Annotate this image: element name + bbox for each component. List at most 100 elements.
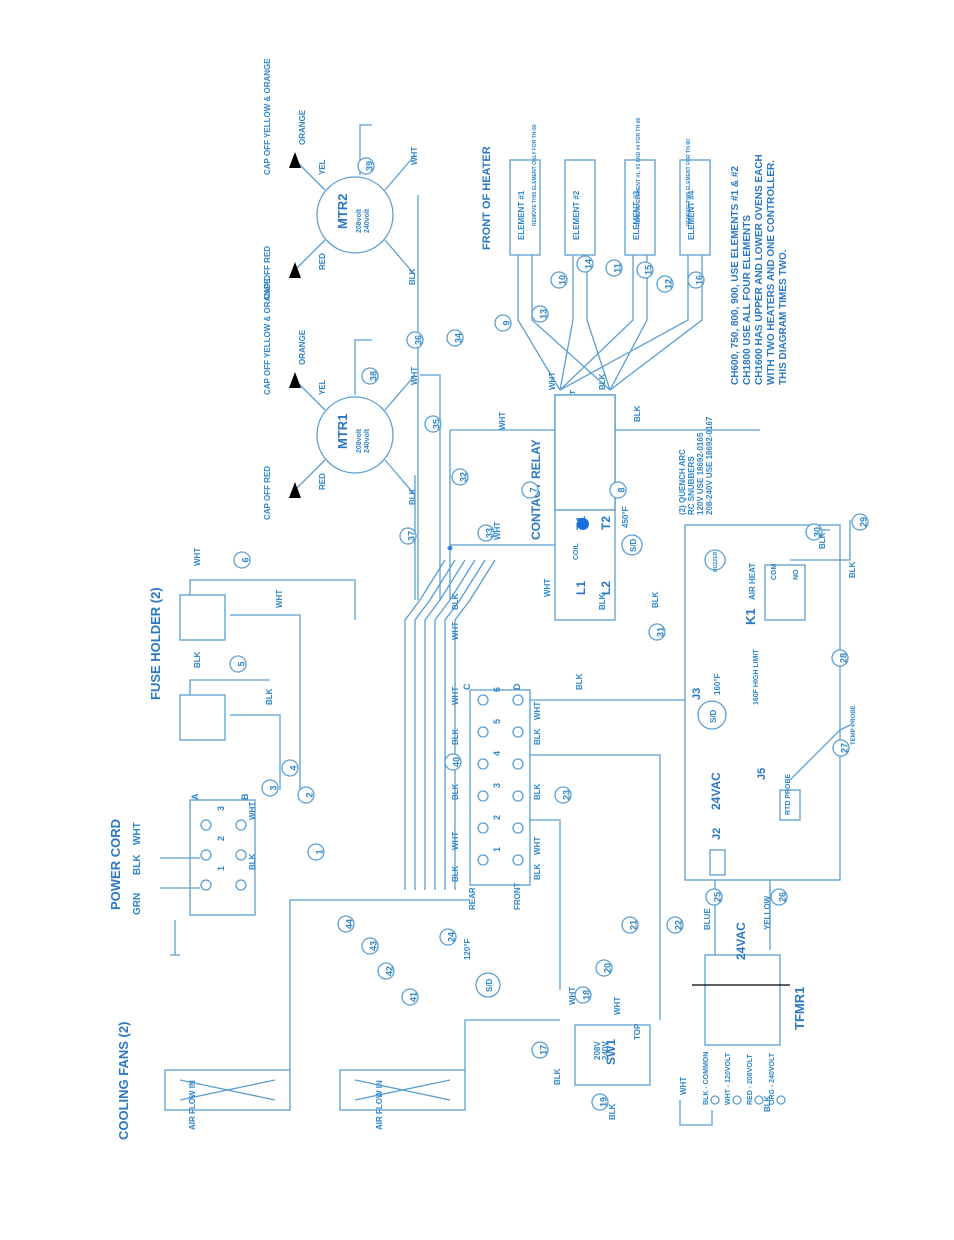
tfmr-tap [776, 1095, 786, 1105]
relay-upper-body [554, 509, 616, 621]
quench-4: 208-240V USE 18692-0167 [705, 416, 714, 515]
wire-number: 6 [240, 557, 250, 562]
wire-number-badge [446, 329, 464, 347]
element-lead-a [559, 255, 689, 391]
fan-2-x [354, 1079, 451, 1101]
tfmr1-body [704, 954, 781, 1046]
grn-label: GRN [132, 893, 143, 915]
buzzer-label: BUZZER [713, 551, 719, 572]
wire-number: 43 [368, 941, 378, 951]
mtr2-cap-off-red: CAP OFF RED [263, 246, 272, 300]
wire-number: 28 [838, 653, 848, 663]
terminal-number: 3 [216, 806, 226, 811]
wire-number: 37 [406, 531, 416, 541]
terminal-a-label: A [190, 793, 200, 800]
junction-dot [447, 545, 453, 551]
quench-3: 120V USE 18692-0165 [696, 432, 705, 515]
sd-450-label: S/D [629, 538, 638, 552]
vac24-controller: 24VAC [709, 772, 723, 810]
wire-number-badge [656, 275, 674, 293]
sw1-240: 240V [601, 1041, 610, 1060]
relay-upper-coil: COIL [573, 543, 580, 560]
tfmr-tap [710, 1095, 720, 1105]
strip-screw [477, 854, 489, 866]
fuse-1-out [230, 714, 281, 790]
fuse-out-wht-label: WHT [275, 590, 284, 608]
wire-number-badge [621, 916, 639, 934]
wire-color-label: BLK [818, 532, 827, 549]
mtr2-yel-lead [294, 159, 326, 191]
strip-number: 6 [492, 687, 502, 692]
terminal-screw [235, 819, 247, 831]
fuse-2-out [230, 614, 301, 790]
wire-number-badge [307, 843, 325, 861]
high-limit-label: 160F HIGH LIMIT [753, 649, 760, 705]
tfmr1-title: TFMR1 [792, 987, 807, 1030]
mtr1-red-label: RED [318, 473, 327, 490]
wire-number: 22 [673, 920, 683, 930]
mtr1-orange-label: ORANGE [298, 329, 307, 365]
tfmr-wht-label: WHT [679, 1077, 688, 1095]
wire-number-badge [531, 1041, 549, 1059]
wire-number: 20 [602, 963, 612, 973]
mtr2-orange-label: ORANGE [298, 109, 307, 145]
mtr1-volts-1: 208volt [356, 428, 363, 453]
terminal-strip [469, 689, 531, 886]
wire-number-badge [361, 937, 379, 955]
strip-number: 5 [492, 719, 502, 724]
relay-lower-body [554, 394, 616, 511]
mtr1-wht-lead [384, 374, 416, 411]
wire-number-badge [550, 271, 568, 289]
strip-screw [477, 726, 489, 738]
sw1-label: SW1 [604, 1039, 618, 1065]
sd-120-switch [475, 972, 501, 998]
wire-number-badge [851, 513, 869, 531]
mtr1-cap-off-yel: CAP OFF YELLOW & ORANGE [263, 278, 272, 395]
wire-color-label: BLK [651, 591, 660, 608]
tfmr-tap [732, 1095, 742, 1105]
heater-element-3 [624, 159, 656, 256]
wire-number: 14 [583, 259, 593, 269]
diagram-note-line: CH600, 750, 800, 900, USE ELEMENTS #1 & … [730, 166, 741, 385]
fuse-wht-label: WHT [193, 548, 202, 566]
sd-120-temp: 120°F [463, 938, 472, 960]
power-cord-title: POWER CORD [108, 819, 123, 910]
mtr1-yel-lead [294, 379, 326, 411]
wire-number-badge [531, 305, 549, 323]
mtr2-volts-2: 240volt [364, 208, 371, 233]
wht-label: WHT [132, 822, 143, 845]
fuse-1-lead [189, 679, 270, 695]
element-lead-a [559, 255, 574, 391]
k1-com: COM [771, 564, 778, 581]
wire-number-badge [705, 888, 723, 906]
tfmr-tap [754, 1095, 764, 1105]
wire-number: 8 [616, 487, 626, 492]
wire-number: 7 [528, 487, 538, 492]
yellow-label: YELLOW [763, 895, 772, 930]
wire-color-label: BLK [598, 593, 607, 610]
strip-number: 3 [492, 783, 502, 788]
wire-number-badge [687, 271, 705, 289]
heater-element-2 [564, 159, 596, 256]
wire-number: 32 [458, 472, 468, 482]
wire-number-badge [477, 524, 495, 542]
mtr2-yel-cap [289, 152, 301, 168]
sw1-208: 208V [593, 1041, 602, 1060]
wire-number-badge [554, 786, 572, 804]
wire-color-label: WHT [498, 412, 507, 430]
element-lead-b [586, 255, 611, 391]
wire-number: 16 [694, 275, 704, 285]
wire-color-label: BLK [533, 728, 542, 745]
quench-1: (2) QUENCH ARC [678, 449, 687, 515]
strip-screw [477, 790, 489, 802]
relay-upper-t2: T2 [599, 516, 613, 530]
wire-23-run [530, 819, 561, 990]
mtr2-wht-label: WHT [410, 147, 419, 165]
terminal-screw [200, 849, 212, 861]
wire-number: 18 [581, 990, 591, 1000]
j5-connector [779, 789, 801, 821]
strip-screw [477, 694, 489, 706]
fan-1-x [179, 1079, 276, 1101]
terminal-number: 1 [216, 866, 226, 871]
sd-160-switch [697, 700, 727, 730]
